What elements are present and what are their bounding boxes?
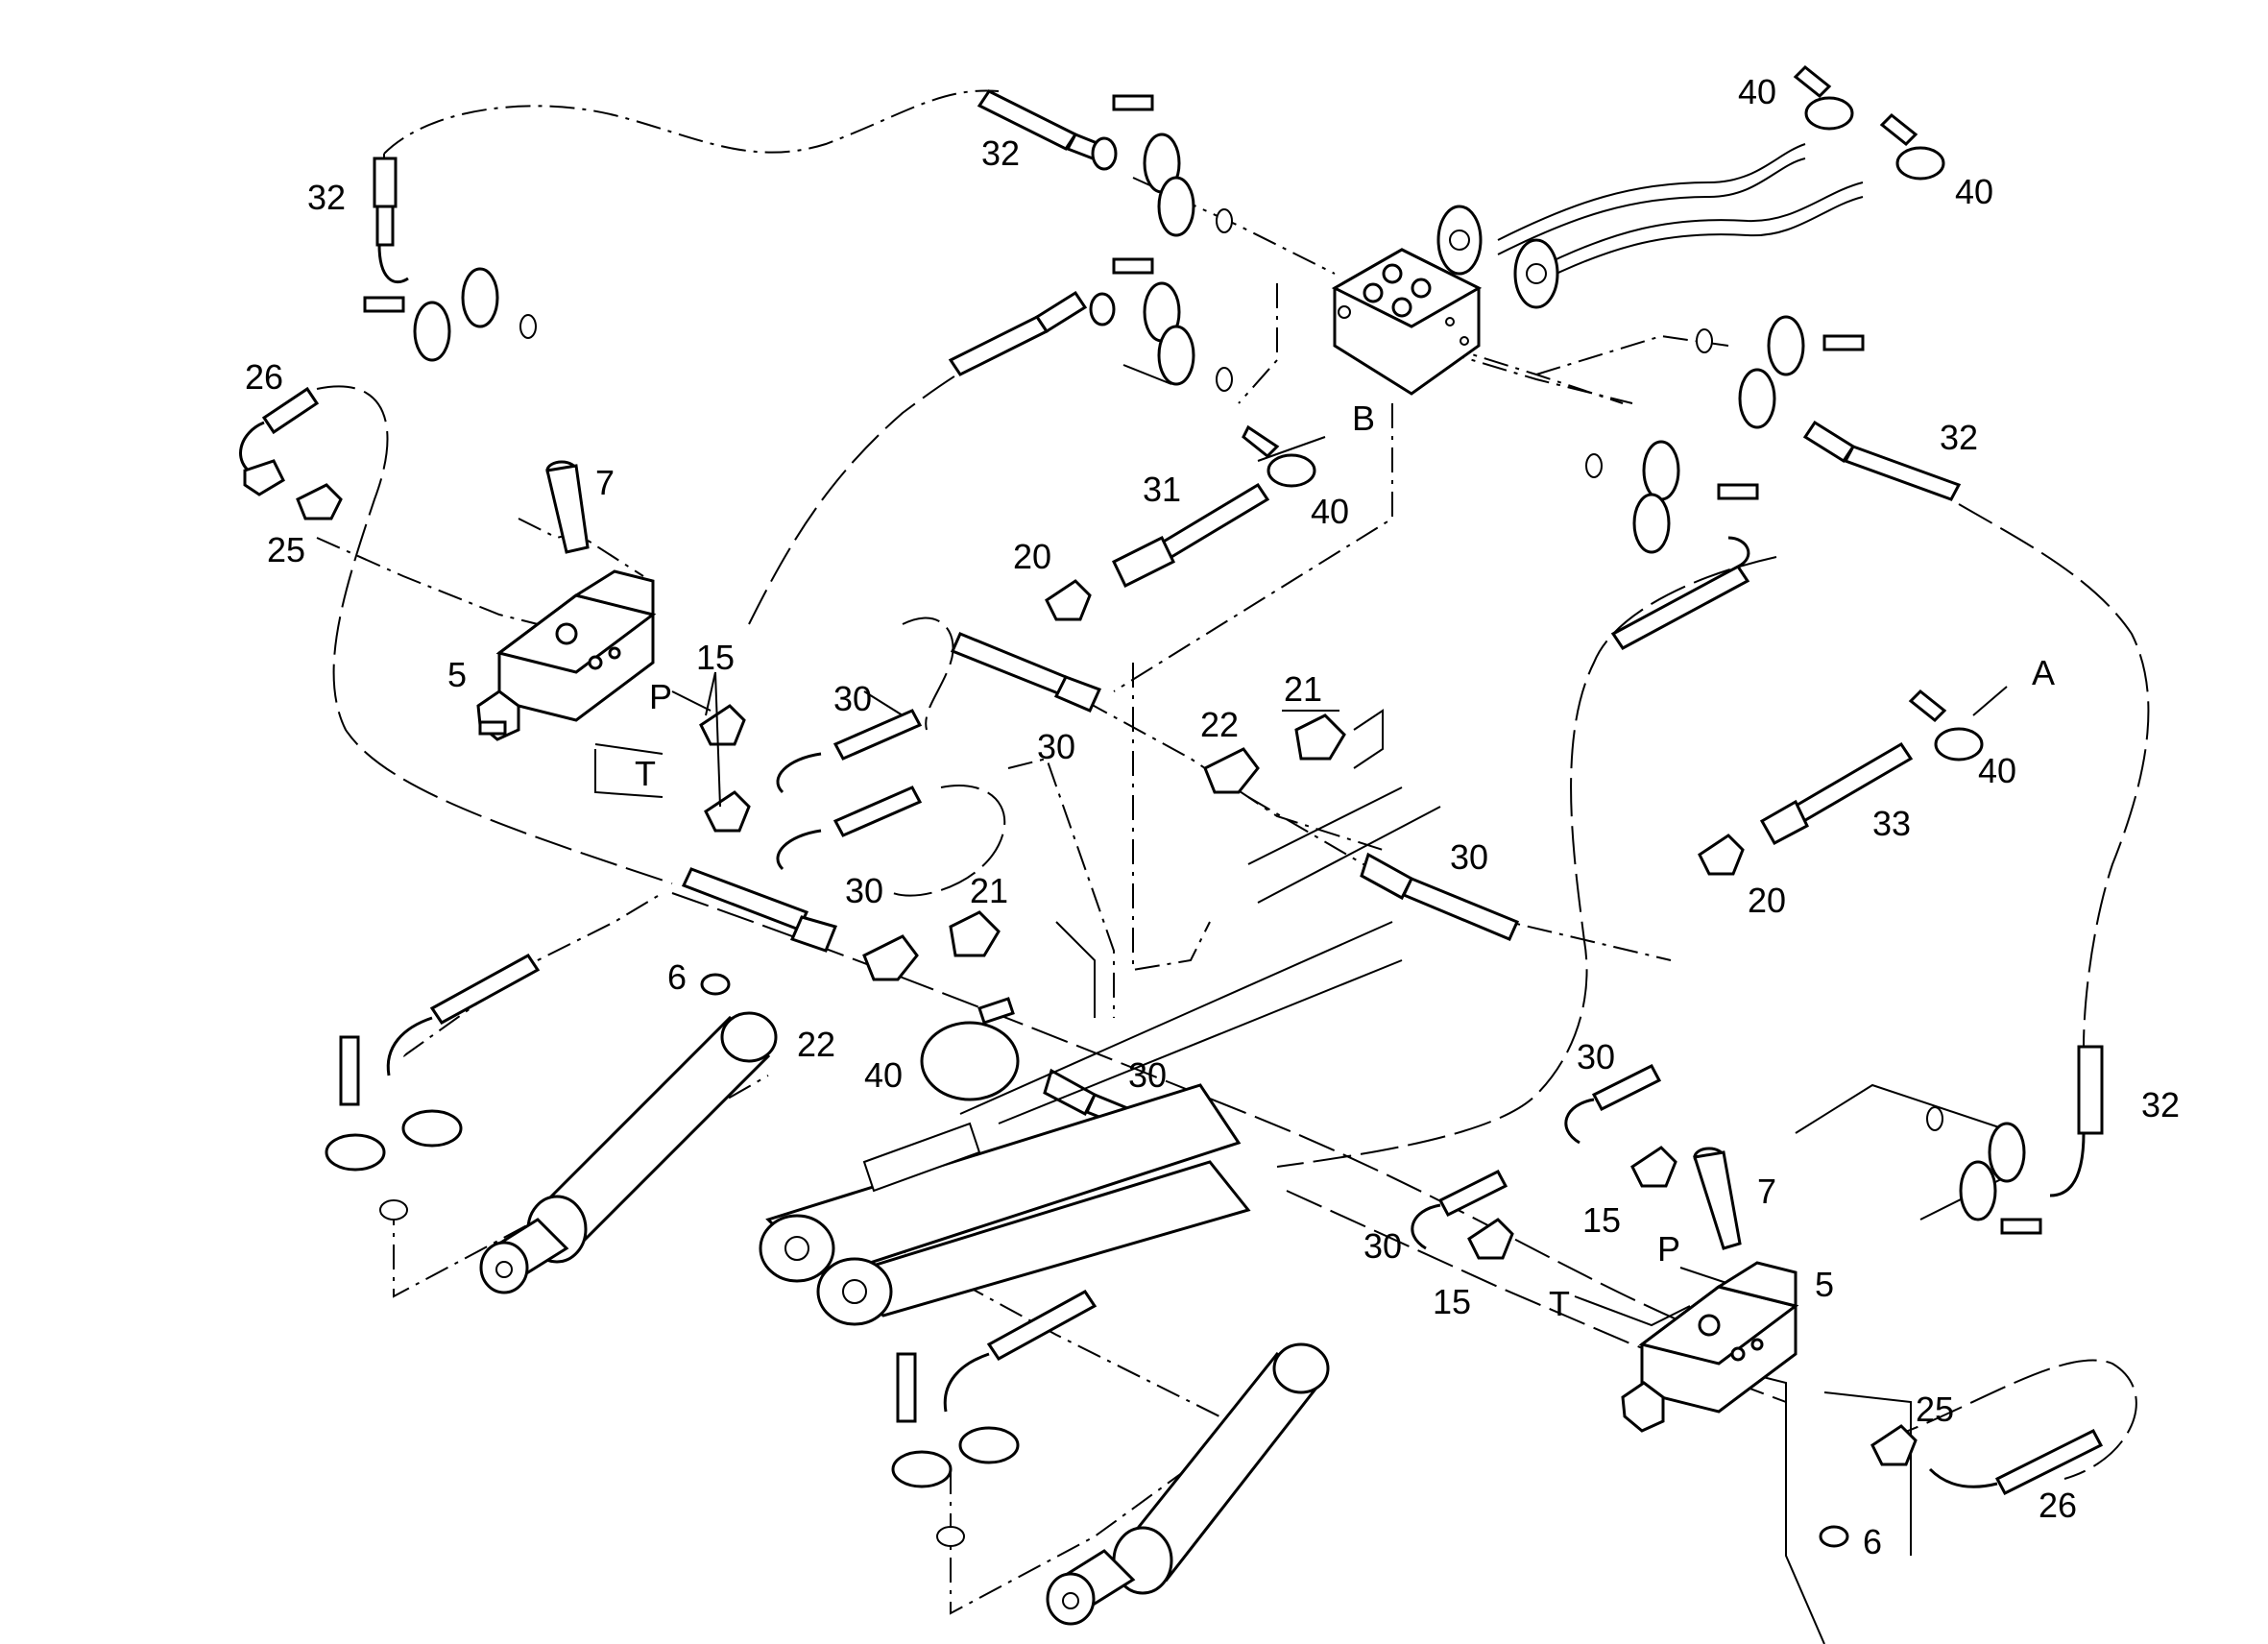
callout-label: 30 (1128, 1055, 1167, 1095)
callout-label: 31 (1143, 470, 1181, 509)
hoses (239, 89, 2104, 1495)
bolt-right (1693, 1147, 1742, 1250)
clamp-top-1 (1793, 64, 1854, 131)
callout-label: 30 (1450, 837, 1488, 877)
callout-label: 40 (1738, 72, 1776, 111)
cylinder-lower (1046, 1342, 1330, 1626)
cylinder-upper (479, 1011, 778, 1294)
callout-label: 40 (864, 1055, 903, 1095)
callout-label: 7 (1757, 1172, 1776, 1211)
callout-label: 6 (667, 957, 687, 997)
fittings (296, 483, 1918, 1466)
callout-label: 21 (1284, 669, 1322, 709)
leader-lines (705, 436, 2008, 808)
callout-label: 22 (797, 1025, 835, 1064)
callout-label: T (635, 754, 656, 793)
callout-label: 15 (1582, 1200, 1621, 1240)
routing-lines (316, 89, 2150, 1644)
callout-label: P (1657, 1229, 1680, 1269)
callout-label: 32 (2141, 1085, 2180, 1124)
callout-label: 20 (1748, 881, 1786, 920)
callout-label: 15 (1433, 1282, 1471, 1321)
bolt-left (545, 460, 590, 554)
callout-label: 30 (833, 679, 872, 718)
clamp-center (920, 997, 1020, 1101)
valve-block-right (1621, 1261, 1799, 1433)
clamp-b (1242, 424, 1316, 488)
valve-block-left (476, 569, 657, 741)
distributor-block (1331, 248, 1483, 396)
flange-halves (325, 94, 2042, 1488)
callout-label: T (1549, 1284, 1570, 1323)
callout-label: 25 (1916, 1390, 1954, 1429)
callout-label: 6 (1863, 1522, 1882, 1561)
lift-arm (759, 786, 1441, 1326)
callout-label: 7 (595, 463, 615, 502)
callout-label: A (2032, 653, 2055, 692)
callout-label: 32 (981, 133, 1020, 173)
callout-label: 33 (1872, 804, 1911, 843)
callout-label: P (649, 677, 672, 716)
clamp-a (1908, 689, 1984, 762)
callout-label: 26 (245, 357, 283, 397)
callout-label: 21 (970, 871, 1008, 910)
callout-label: 15 (696, 638, 735, 677)
callout-label: 30 (1577, 1037, 1615, 1076)
callout-label: 5 (447, 655, 467, 694)
callout-label: 26 (2039, 1486, 2077, 1525)
callout-label: 32 (307, 178, 346, 217)
callout-label: 32 (1940, 418, 1978, 457)
callout-label: B (1352, 399, 1375, 438)
callout-label: 30 (1037, 727, 1075, 766)
callout-label: 20 (1013, 537, 1051, 576)
o-rings (379, 208, 1943, 1548)
callout-label: 30 (845, 871, 883, 910)
callout-label: 40 (1311, 492, 1349, 531)
rigid-pipes (1436, 143, 1864, 309)
callout-label: 22 (1200, 705, 1239, 744)
callout-label: 5 (1815, 1265, 1834, 1304)
callout-label: 30 (1363, 1226, 1402, 1266)
callout-label: 40 (1978, 751, 2016, 790)
clamp-top-2 (1879, 112, 1945, 181)
callout-label: 25 (267, 530, 305, 569)
callout-label: 40 (1955, 172, 1993, 211)
